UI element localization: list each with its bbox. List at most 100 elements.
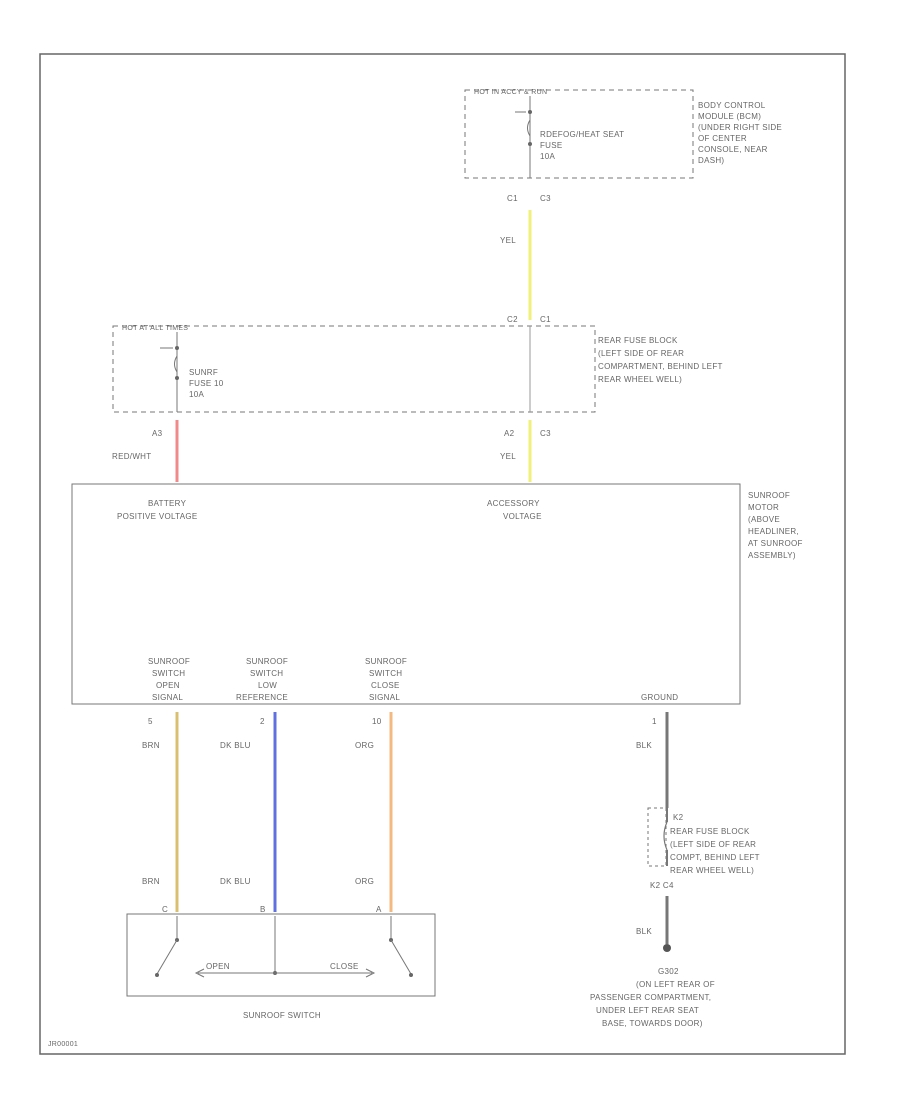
ground-wire-color: BLK <box>636 927 652 936</box>
motor-box <box>71 483 741 705</box>
bcm-description-line: (UNDER RIGHT SIDE <box>698 123 782 132</box>
bcm-pin-label: C3 <box>540 194 551 203</box>
rfb-description-line: (LEFT SIDE OF REAR <box>598 349 684 358</box>
ground-block-description-line: REAR WHEEL WELL) <box>670 866 754 875</box>
bcm-fuse-name: RDEFOG/HEAT SEAT <box>540 130 624 139</box>
bcm-pin-label: C1 <box>507 194 518 203</box>
switch-pin: B <box>260 905 266 914</box>
accessory-wire-lower-color: YEL <box>500 452 516 461</box>
bcm-fuse-word: FUSE <box>540 141 563 150</box>
close-signal-label: SIGNAL <box>369 693 400 702</box>
rfb-fuse-name: SUNRF <box>189 368 218 377</box>
ground-block-description-line: REAR FUSE BLOCK <box>670 827 750 836</box>
ground-point-line: G302 <box>658 967 679 976</box>
switch-pin: C <box>162 905 168 914</box>
bcm-description-line: DASH) <box>698 156 724 165</box>
bcm-description-line: OF CENTER <box>698 134 747 143</box>
rear-fuse-block: HOT AT ALL TIMES SUNRF FUSE 10 10A C2 C1… <box>112 315 723 413</box>
fuse-contact-icon <box>528 142 532 146</box>
bcm-description-line: CONSOLE, NEAR <box>698 145 768 154</box>
ground-point-line: UNDER LEFT REAR SEAT <box>596 1006 699 1015</box>
open-signal-label: SUNROOF <box>148 657 190 666</box>
ground-wire-color: BLK <box>636 741 652 750</box>
rfb-fuse-word: FUSE 10 <box>189 379 224 388</box>
battery-wire-color: RED/WHT <box>112 452 151 461</box>
open-signal-label: SWITCH <box>152 669 185 678</box>
motor-description-line: (ABOVE <box>748 515 780 524</box>
bcm-header: HOT IN ACCY & RUN <box>474 89 547 96</box>
battery-pin: A3 <box>152 429 163 438</box>
ground-point-line: (ON LEFT REAR OF <box>636 980 715 989</box>
rfb-top-pin: C2 <box>507 315 518 324</box>
switch-blade-icon <box>390 939 412 975</box>
open-signal-label: SIGNAL <box>152 693 183 702</box>
close-direction-text: CLOSE <box>330 962 359 971</box>
close-wire-color: ORG <box>355 741 374 750</box>
switch-title: SUNROOF SWITCH <box>243 1011 321 1020</box>
rfb-dashed-box <box>112 325 596 413</box>
bcm-dashed-box <box>464 89 694 179</box>
open-arrow-icon <box>194 968 205 978</box>
ground-fuse-block-box <box>647 807 667 867</box>
rfb-header: HOT AT ALL TIMES <box>122 325 188 332</box>
ground-label: GROUND <box>641 693 678 702</box>
accessory-pin: A2 <box>504 429 515 438</box>
low-ref-pin: 2 <box>260 717 265 726</box>
open-pin: 5 <box>148 717 153 726</box>
sunroof-motor: BATTERY POSITIVE VOLTAGE ACCESSORY VOLTA… <box>71 483 803 705</box>
motor-description-line: MOTOR <box>748 503 779 512</box>
ground-pin: 1 <box>652 717 657 726</box>
fuse-contact-icon <box>175 376 179 380</box>
splice-icon <box>663 821 668 851</box>
motor-battery-label: POSITIVE VOLTAGE <box>117 512 198 521</box>
close-pin: 10 <box>372 717 382 726</box>
motor-accessory-label: ACCESSORY <box>487 499 540 508</box>
ground-block-pin-top: K2 <box>673 813 684 822</box>
switch-blade-icon <box>156 939 178 975</box>
bcm-module: HOT IN ACCY & RUN RDEFOG/HEAT SEAT FUSE … <box>464 89 782 203</box>
switch-pin: A <box>376 905 382 914</box>
bcm-description-line: BODY CONTROL <box>698 101 766 110</box>
motor-description-line: AT SUNROOF <box>748 539 803 548</box>
low-ref-label: REFERENCE <box>236 693 288 702</box>
accessory-wire-upper-color: YEL <box>500 236 516 245</box>
close-wire-color: ORG <box>355 877 374 886</box>
motor-accessory-label: VOLTAGE <box>503 512 542 521</box>
rfb-description-line: REAR WHEEL WELL) <box>598 375 682 384</box>
sunroof-switch: C B A OPEN CLOSE <box>126 905 436 997</box>
ground-point-line: PASSENGER COMPARTMENT, <box>590 993 711 1002</box>
low-ref-label: SWITCH <box>250 669 283 678</box>
motor-description-line: HEADLINER, <box>748 527 799 536</box>
diagram-frame <box>39 53 846 1055</box>
rfb-description-line: REAR FUSE BLOCK <box>598 336 678 345</box>
diagram-id: JR00001 <box>48 1041 78 1048</box>
ground-block-description-line: (LEFT SIDE OF REAR <box>670 840 756 849</box>
close-signal-label: CLOSE <box>371 681 400 690</box>
close-arrow-icon <box>365 968 376 978</box>
low-ref-wire-color: DK BLU <box>220 741 251 750</box>
close-signal-label: SUNROOF <box>365 657 407 666</box>
ground-block-pin-bottom: K2 C4 <box>650 881 674 890</box>
fuse-contact-icon <box>175 346 179 350</box>
rfb-top-pin: C1 <box>540 315 551 324</box>
accessory-pin: C3 <box>540 429 551 438</box>
rfb-fuse-rating: 10A <box>189 390 204 399</box>
fuse-contact-icon <box>528 110 532 114</box>
motor-description-line: SUNROOF <box>748 491 790 500</box>
bcm-description-line: MODULE (BCM) <box>698 112 761 121</box>
open-signal-label: OPEN <box>156 681 180 690</box>
open-wire-color: BRN <box>142 877 160 886</box>
switch-contact-icon <box>409 973 413 977</box>
ground-point-icon <box>663 944 671 952</box>
ground-block-description-line: COMPT, BEHIND LEFT <box>670 853 760 862</box>
motor-battery-label: BATTERY <box>148 499 187 508</box>
motor-description-line: ASSEMBLY) <box>748 551 796 560</box>
low-ref-wire-color: DK BLU <box>220 877 251 886</box>
switch-box <box>126 913 436 997</box>
switch-contact-icon <box>155 973 159 977</box>
ground-point-line: BASE, TOWARDS DOOR) <box>602 1019 703 1028</box>
rfb-description-line: COMPARTMENT, BEHIND LEFT <box>598 362 723 371</box>
low-ref-label: SUNROOF <box>246 657 288 666</box>
low-ref-label: LOW <box>258 681 277 690</box>
